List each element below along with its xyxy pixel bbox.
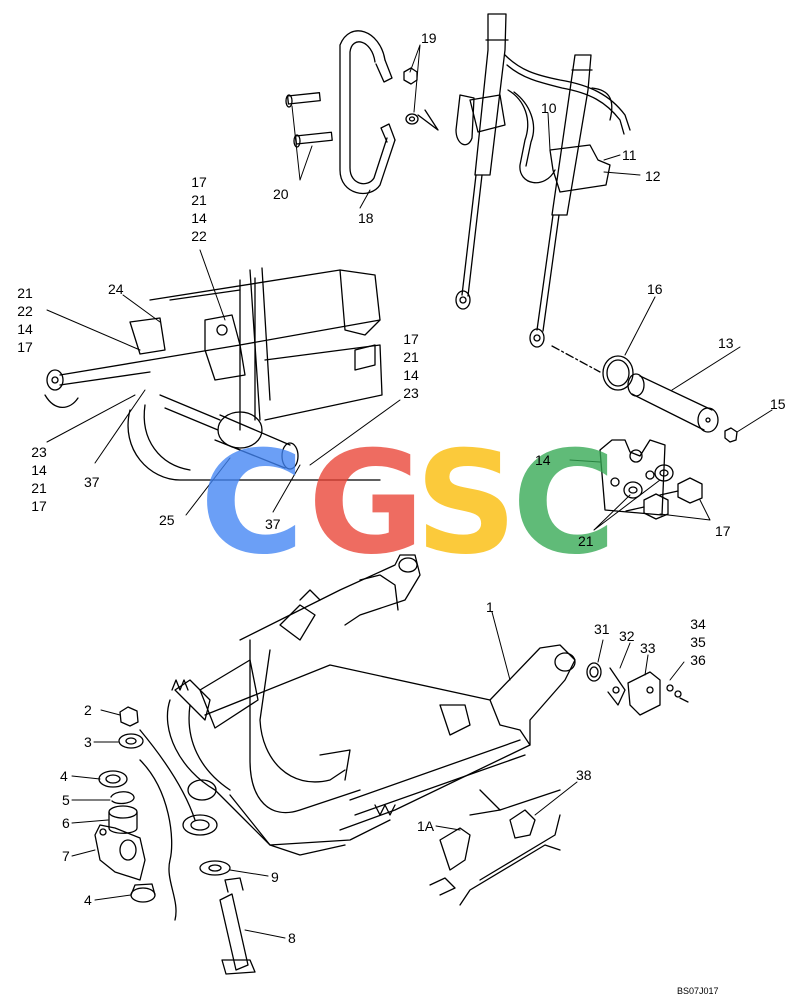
callout-14: 14 — [535, 452, 551, 468]
callout-38: 38 — [576, 767, 592, 783]
bolts-part-20 — [286, 93, 332, 147]
stack-mid-item: 17 — [403, 331, 419, 347]
o-ring-part-16 — [603, 356, 633, 390]
stack-right-item: 35 — [690, 634, 706, 650]
center-line — [552, 346, 600, 372]
stack-left-item: 21 — [17, 285, 33, 301]
callout-stack-top: 17 21 14 22 — [186, 173, 212, 245]
callout-8: 8 — [288, 930, 296, 946]
stack-lower-item: 14 — [31, 462, 47, 478]
stack-top-item: 22 — [191, 228, 207, 244]
stack-top-item: 21 — [191, 192, 207, 208]
stack-right-item: 34 — [690, 616, 706, 632]
stack-lower-item: 23 — [31, 444, 47, 460]
stack-left-item: 22 — [17, 303, 33, 319]
callout-19: 19 — [421, 30, 437, 46]
callout-stack-left: 21 22 14 17 — [12, 284, 38, 356]
callout-15: 15 — [770, 396, 786, 412]
stack-lower-item: 17 — [31, 498, 47, 514]
watermark-letter-2: G — [308, 421, 425, 586]
washers-part-21 — [624, 465, 673, 498]
watermark-letter-4: C — [512, 421, 617, 586]
callout-stack-right: 34 35 36 — [685, 615, 711, 669]
stack-mid-item: 14 — [403, 367, 419, 383]
callout-31: 31 — [594, 621, 610, 637]
callout-33: 33 — [640, 640, 656, 656]
callout-20: 20 — [273, 186, 289, 202]
callout-25: 25 — [159, 512, 175, 528]
callout-18: 18 — [358, 210, 374, 226]
callout-1: 1 — [486, 599, 494, 615]
drawing-code: BS07J017 — [677, 986, 719, 996]
callout-10: 10 — [541, 100, 557, 116]
grease-fitting-part-15 — [725, 428, 737, 442]
guard-bar-part-18 — [340, 31, 395, 194]
callout-13: 13 — [718, 335, 734, 351]
main-frame-part-1 — [167, 555, 575, 855]
callout-6: 6 — [62, 815, 70, 831]
callout-17: 17 — [715, 523, 731, 539]
stack-right-item: 36 — [690, 652, 706, 668]
callout-1a: 1A — [417, 818, 435, 834]
callout-11: 11 — [622, 147, 637, 163]
pin-part-13 — [628, 374, 718, 432]
stack-top-item: 17 — [191, 174, 207, 190]
callout-37-left: 37 — [84, 474, 100, 490]
detail-1a-38 — [430, 790, 560, 905]
callout-9: 9 — [271, 869, 279, 885]
leader-lines — [47, 45, 772, 938]
callout-24: 24 — [108, 281, 124, 297]
callout-12: 12 — [645, 168, 661, 184]
callout-3: 3 — [84, 734, 92, 750]
watermark-letter-1: C — [200, 421, 305, 586]
stack-left-item: 14 — [17, 321, 33, 337]
callout-stack-mid: 17 21 14 23 — [398, 330, 424, 402]
frame-corner-assembly — [45, 268, 382, 480]
callout-32: 32 — [619, 628, 635, 644]
watermark-letter-3: S — [415, 421, 518, 586]
stack-lower-item: 21 — [31, 480, 47, 496]
callout-4-bottom: 4 — [84, 892, 92, 908]
callout-7: 7 — [62, 848, 70, 864]
callout-4-top: 4 — [60, 768, 68, 784]
hydraulic-cylinders — [418, 14, 630, 347]
callout-16: 16 — [647, 281, 663, 297]
callout-2: 2 — [84, 702, 92, 718]
bolts-part-17 — [626, 478, 702, 519]
stack-top-item: 14 — [191, 210, 207, 226]
callout-5: 5 — [62, 792, 70, 808]
callout-21: 21 — [578, 533, 594, 549]
stack-mid-item: 23 — [403, 385, 419, 401]
stack-mid-item: 21 — [403, 349, 419, 365]
callout-37-middle: 37 — [265, 516, 281, 532]
parts-2-to-8 — [95, 707, 255, 974]
stack-left-item: 17 — [17, 339, 33, 355]
parts-31-to-36 — [587, 663, 688, 715]
callout-stack-lower: 23 14 21 17 — [26, 443, 52, 515]
plate-part-14 — [600, 440, 665, 515]
